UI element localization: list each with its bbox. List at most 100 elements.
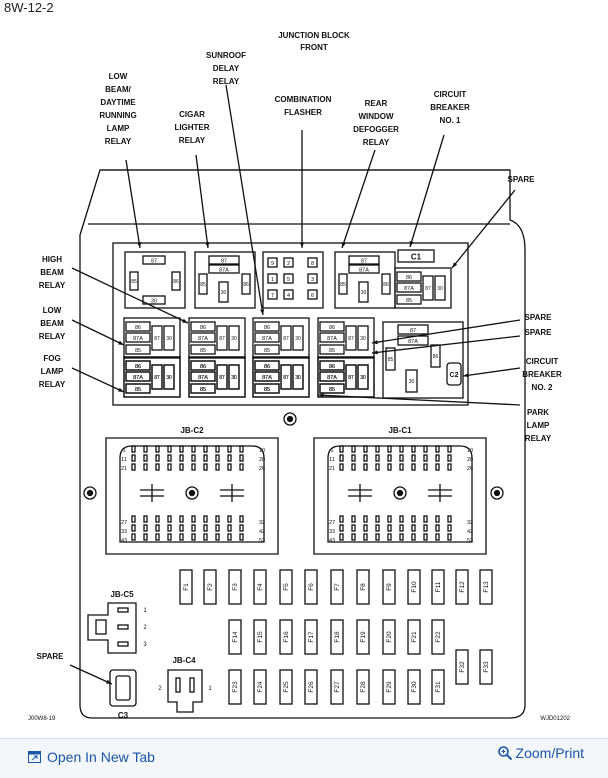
- relay-small-pin: [125, 321, 151, 332]
- relay-small-pin: [190, 360, 216, 371]
- label-text: 86: [406, 275, 412, 281]
- label-text: 87A: [262, 375, 272, 381]
- label-text: 2: [143, 625, 147, 631]
- fuse-slot: [382, 669, 396, 705]
- label-text: 1: [271, 277, 274, 283]
- label-text: 87: [348, 336, 354, 342]
- label-text: 87A: [133, 375, 143, 381]
- relay-rear-window-pin: [338, 273, 348, 295]
- flasher-pin: [307, 289, 318, 300]
- relay-small: [188, 317, 246, 359]
- relay-small-pin: [125, 383, 151, 394]
- connector-pin: [179, 454, 184, 462]
- leader-high-beam: [71, 267, 189, 324]
- connector-pin: [239, 515, 244, 523]
- relay-cigar-lighter-pin: [208, 264, 240, 274]
- callout-low-beam-line: RELAY: [39, 332, 66, 341]
- relay-small-pin: [163, 325, 175, 351]
- fuse-label: F33: [483, 661, 490, 673]
- connector-pin: [167, 445, 172, 453]
- connector-pin: [239, 524, 244, 532]
- relay-small-pin: [151, 325, 163, 351]
- label-text: 30: [151, 299, 157, 305]
- callout-rear-window-line: REAR: [365, 99, 388, 108]
- connector-pin: [191, 524, 196, 532]
- label-text: 85: [135, 348, 141, 354]
- leader-low-beam: [71, 319, 125, 346]
- callout-park-lamp-line: LAMP: [527, 421, 550, 430]
- connector-pin: [155, 515, 160, 523]
- callout-sunroof-line: RELAY: [213, 77, 240, 86]
- arrowhead: [341, 242, 346, 248]
- relay-spare-large: [382, 321, 464, 399]
- relay-small: [123, 356, 181, 398]
- open-in-new-tab-link[interactable]: Open In New Tab: [28, 749, 155, 765]
- connector-pin: [339, 454, 344, 462]
- fuse-label: F31: [435, 681, 442, 693]
- relay-spare-top: [394, 267, 452, 309]
- relay-small: [252, 356, 310, 398]
- connector-pin: [239, 445, 244, 453]
- label-text: 87: [154, 375, 160, 381]
- housing-outline: [79, 169, 526, 719]
- callout-cb2-line: BREAKER: [522, 370, 562, 379]
- callout-combination-flasher-line: FLASHER: [284, 108, 322, 117]
- label-text: 85: [135, 387, 141, 393]
- connector-pin: [215, 454, 220, 462]
- fuse-label: F21: [411, 631, 418, 643]
- relay-pin: [385, 347, 396, 371]
- label-text: 85: [329, 348, 335, 354]
- label-text: 87A: [198, 336, 208, 342]
- label-text: 87: [348, 375, 354, 381]
- connector-pin: [179, 445, 184, 453]
- callout-low-beam-line: BEAM: [40, 319, 64, 328]
- callout-rear-window-line: DEFOGGER: [353, 125, 399, 134]
- fuse-label: F29: [386, 681, 393, 693]
- connector-jb-c5-pin: [117, 607, 129, 613]
- connector-jb-c5: [87, 602, 137, 654]
- flasher-pin: [307, 257, 318, 268]
- callout-high-beam-line: HIGH: [42, 255, 62, 264]
- fuse-slot: [356, 619, 370, 655]
- connector-pin: [215, 463, 220, 471]
- connector-jb-c1-inner: [327, 445, 473, 543]
- relay-rear-window-pin: [348, 255, 380, 265]
- fuse-slot: [203, 569, 217, 605]
- label-text: 85: [200, 348, 206, 354]
- fuse-slot: [382, 569, 396, 605]
- connector-pin: [387, 524, 392, 532]
- relay-spare-top-pin: [422, 275, 434, 301]
- label-text: 30: [437, 286, 443, 292]
- label-text: 30: [360, 336, 366, 342]
- connector-pin: [375, 533, 380, 541]
- connector-pin: [203, 445, 208, 453]
- fuse-label: F5: [283, 583, 290, 591]
- drawing-code-left: J00W8-19: [28, 716, 56, 722]
- connector-pin: [239, 463, 244, 471]
- title-line: JUNCTION BLOCK: [278, 31, 350, 40]
- connector-pin: [203, 454, 208, 462]
- fuse-label: F12: [459, 581, 466, 593]
- callout-low-beam-drl-line: DAYTIME: [100, 98, 136, 107]
- relay-pin: [397, 324, 429, 335]
- label-text: 85: [264, 387, 270, 393]
- connector-pin: [339, 533, 344, 541]
- leader-rear-window: [341, 149, 376, 249]
- label-text: 3: [143, 642, 147, 648]
- label-text: 42: [259, 529, 265, 535]
- connector-pin: [363, 445, 368, 453]
- connector-pin: [131, 533, 136, 541]
- label-text: 11: [121, 457, 127, 463]
- label-text: 87: [425, 286, 431, 292]
- zoom-print-link[interactable]: Zoom/Print: [497, 745, 584, 761]
- fuse-label: F2: [207, 583, 214, 591]
- label-text: 87A: [198, 375, 208, 381]
- label-text: 30: [231, 336, 237, 342]
- connector-pin: [131, 524, 136, 532]
- callout-cb2-line: CIRCUIT: [526, 357, 559, 366]
- connector-pin: [423, 463, 428, 471]
- connector-jb-c1: [313, 437, 487, 555]
- relay-low-beam-drl-pin: [142, 255, 166, 265]
- connector-jb-c1-bolt: [393, 486, 407, 500]
- label-text: 85: [264, 387, 270, 393]
